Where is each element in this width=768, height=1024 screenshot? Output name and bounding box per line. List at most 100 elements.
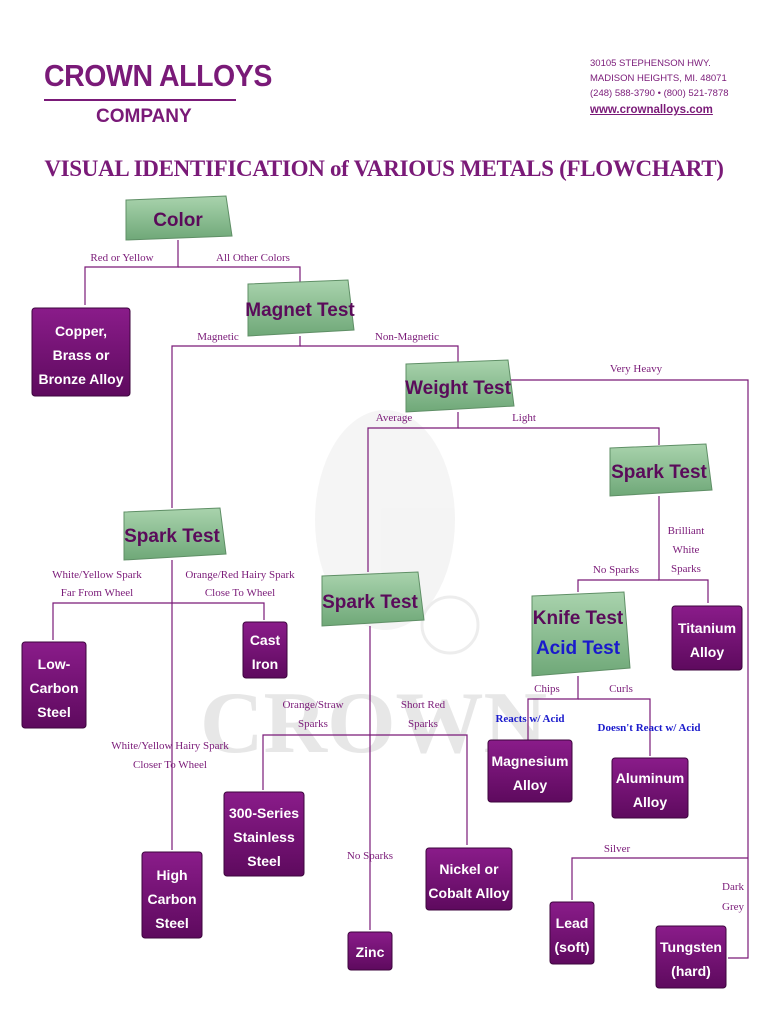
test-label-spark-average: Spark Test — [322, 592, 418, 613]
result-stainless-line-2: Stainless — [233, 829, 295, 845]
test-box-magnet: Magnet Test — [245, 279, 355, 337]
result-aluminum-line-1: Aluminum — [616, 770, 684, 786]
result-copper-line-3: Bronze Alloy — [38, 371, 123, 387]
result-aluminum-line-2: Alloy — [633, 794, 667, 810]
website-link[interactable]: www.crownalloys.com — [590, 104, 713, 116]
result-high-carbon-line-2: Carbon — [148, 891, 197, 907]
test-label-magnet: Magnet Test — [245, 300, 355, 321]
page-title: VISUAL IDENTIFICATION of VARIOUS METALS … — [44, 156, 724, 181]
label-doesnt-react-acid: Doesn't React w/ Acid — [598, 722, 701, 734]
label-light: Light — [512, 412, 536, 424]
result-high-carbon-line-1: High — [156, 867, 187, 883]
test-box-color: Color — [125, 195, 233, 241]
result-nickel-line-2: Cobalt Alloy — [428, 885, 509, 901]
test-label-knife: Knife Test — [533, 608, 624, 629]
label-very-heavy: Very Heavy — [610, 363, 663, 375]
phone-line: (248) 588-3790 • (800) 521-7878 — [590, 88, 729, 99]
test-label-color: Color — [153, 210, 203, 231]
result-stainless-line-1: 300-Series — [229, 805, 299, 821]
result-low-carbon-line-2: Carbon — [30, 680, 79, 696]
result-zinc: Zinc — [347, 931, 393, 971]
address-line-1: 30105 STEPHENSON HWY. — [590, 58, 711, 69]
label-magnetic: Magnetic — [197, 331, 239, 343]
brand-company: COMPANY — [96, 106, 192, 127]
label-orange-red-hairy-line-2: Close To Wheel — [205, 587, 275, 599]
result-copper-line-1: Copper, — [55, 323, 107, 339]
label-red-yellow: Red or Yellow — [90, 252, 153, 264]
label-reacts-acid: Reacts w/ Acid — [495, 713, 564, 725]
brand-name: CROWN ALLOYS — [44, 58, 272, 93]
result-low-carbon-line-3: Steel — [37, 704, 70, 720]
label-no-sparks-light: No Sparks — [593, 564, 639, 576]
result-lead: Lead(soft) — [549, 901, 595, 965]
label-brilliant-line-3: Sparks — [671, 563, 701, 575]
result-tungsten: Tungsten (hard) — [655, 925, 727, 989]
test-box-spark-average: Spark Test — [321, 571, 425, 627]
result-nickel: Nickel or Cobalt Alloy — [425, 847, 513, 911]
label-dark-grey-line-2: Grey — [722, 901, 744, 913]
label-white-yellow-hairy-line-1: White/Yellow Hairy Spark — [111, 740, 229, 752]
label-dark-grey-line-1: Dark — [722, 881, 744, 893]
test-box-knife-acid: Knife Test Acid Test — [531, 591, 631, 677]
label-silver: Silver — [604, 843, 631, 855]
label-brilliant-line-2: White — [673, 544, 700, 556]
result-magnesium-line-1: Magnesium — [491, 753, 568, 769]
result-cast-iron-line-2: Iron — [252, 656, 278, 672]
label-brilliant-line-1: Brilliant — [668, 525, 705, 537]
test-label-spark-magnetic: Spark Test — [124, 526, 220, 547]
address-line-2: MADISON HEIGHTS, MI. 48071 — [590, 73, 727, 84]
label-average: Average — [376, 412, 413, 424]
result-lead-line-1: Lead — [556, 915, 589, 931]
brand-underline — [44, 99, 236, 101]
label-white-yellow-far-line-1: White/Yellow Spark — [52, 569, 142, 581]
label-short-red-line-2: Sparks — [408, 718, 438, 730]
result-magnesium-line-2: Alloy — [513, 777, 547, 793]
result-nickel-line-1: Nickel or — [439, 861, 499, 877]
label-non-magnetic: Non-Magnetic — [375, 331, 439, 343]
svg-text:Lead(soft): Lead(soft) — [555, 915, 590, 955]
label-white-yellow-far-line-2: Far From Wheel — [61, 587, 134, 599]
test-box-weight: Weight Test — [405, 359, 515, 413]
test-label-spark-light: Spark Test — [611, 462, 707, 483]
label-orange-straw-line-2: Sparks — [298, 718, 328, 730]
result-titanium-line-2: Alloy — [690, 644, 724, 660]
test-label-weight: Weight Test — [405, 378, 512, 399]
svg-text:Tungsten(hard): Tungsten (hard) — [660, 939, 722, 979]
result-titanium-line-1: Titanium — [678, 620, 736, 636]
result-stainless-line-3: Steel — [247, 853, 280, 869]
label-curls: Curls — [609, 683, 633, 695]
label-orange-straw-line-1: Orange/Straw — [282, 699, 343, 711]
label-white-yellow-hairy-line-2: Closer To Wheel — [133, 759, 207, 771]
test-box-spark-light: Spark Test — [609, 443, 713, 497]
test-label-acid: Acid Test — [536, 638, 621, 659]
result-tungsten-line-1: Tungsten — [660, 939, 722, 955]
result-high-carbon-line-3: Steel — [155, 915, 188, 931]
label-chips: Chips — [534, 683, 560, 695]
label-all-other-colors: All Other Colors — [216, 252, 290, 264]
label-orange-red-hairy-line-1: Orange/Red Hairy Spark — [185, 569, 295, 581]
result-zinc-line-1: Zinc — [356, 944, 385, 960]
label-no-sparks-average: No Sparks — [347, 850, 393, 862]
result-tungsten-line-2: (hard) — [671, 963, 711, 979]
